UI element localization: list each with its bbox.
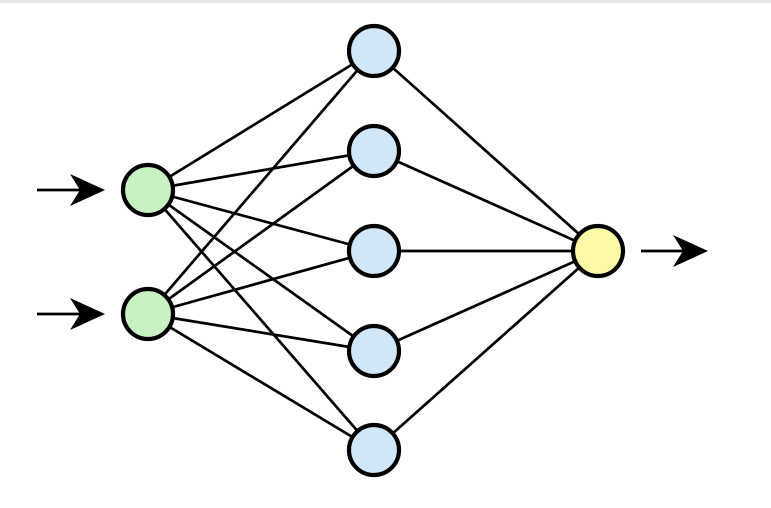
edge-in-2-h-1: [146, 50, 376, 315]
hidden-node-2: [346, 123, 402, 179]
edge-in-1-h-5: [146, 189, 376, 451]
edge-in-2-h-4: [147, 312, 375, 353]
input-arrow-1: [37, 174, 105, 206]
output-node-1: [570, 223, 626, 279]
edge-h-1-out-1: [373, 49, 599, 253]
edge-in-1-h-1: [147, 49, 375, 192]
input-arrow-2: [37, 298, 105, 330]
output-arrow-head-icon: [673, 235, 708, 267]
edge-in-2-h-5: [147, 312, 375, 452]
input-node-2: [120, 286, 176, 342]
input-arrow-2-head-icon: [70, 298, 105, 330]
edges-group: [146, 49, 599, 452]
hidden-node-1: [346, 23, 402, 79]
edge-h-2-out-1: [373, 149, 599, 253]
edge-in-1-h-2: [147, 149, 375, 192]
hidden-node-3: [346, 223, 402, 279]
edge-in-1-h-3: [147, 188, 375, 253]
edge-in-1-h-4: [147, 188, 375, 353]
hidden-node-4: [346, 323, 402, 379]
arrows-group: [37, 174, 708, 330]
hidden-node-5: [346, 422, 402, 478]
edge-in-2-h-2: [147, 149, 375, 316]
edge-in-2-h-3: [147, 249, 375, 316]
input-arrow-1-head-icon: [70, 174, 105, 206]
edge-h-5-out-1: [373, 249, 599, 452]
window-top-border: [0, 0, 771, 3]
input-node-1: [120, 162, 176, 218]
nodes-group: [120, 23, 626, 478]
output-arrow: [641, 235, 708, 267]
edge-h-4-out-1: [373, 249, 599, 353]
